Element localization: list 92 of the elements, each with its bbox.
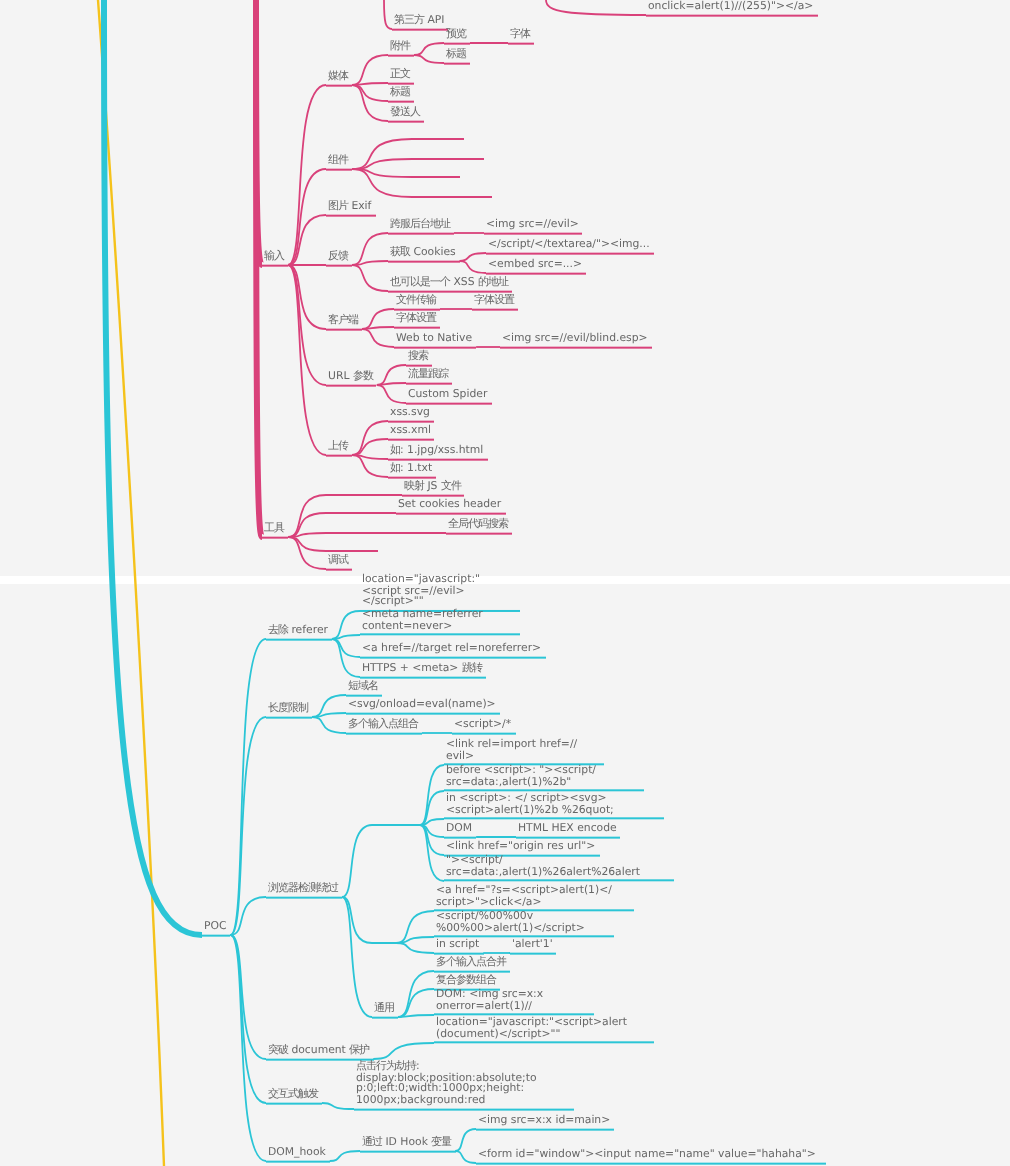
branch-line [229,934,267,1060]
branch-line [351,84,389,122]
branch-line [229,638,267,936]
branch-line [395,942,435,954]
branch-line [357,512,397,514]
branch-line [287,494,327,538]
branch-line [341,824,373,898]
branch-line [421,732,453,734]
branch-line [351,264,389,292]
branch-line [395,910,435,944]
branch-line [375,384,407,404]
branch-line [395,936,435,944]
branch-line [454,1150,477,1164]
branch-line [311,716,347,734]
topic-line [412,158,484,160]
branch-line [331,610,361,640]
branch-line [328,1150,361,1162]
branch-line [419,790,445,826]
topic-line [412,196,492,198]
branch-line [469,42,509,44]
branch-line [419,818,445,826]
branch-line [475,836,517,838]
branch-line [545,0,647,16]
branch-line [351,260,389,266]
branch-line [351,420,389,456]
branch-line [287,536,327,552]
branch-line [229,934,267,1104]
branch-line [287,84,327,266]
branch-line [413,42,445,56]
branch-line [419,764,445,826]
branch-line [287,264,327,266]
branch-line [287,214,327,266]
branch-line [321,1102,355,1110]
branch-line [351,82,389,86]
topic-line [326,512,358,514]
branch-line [351,454,389,460]
branch-line [475,346,501,348]
branch-line [287,532,327,538]
branch-line [229,934,267,1162]
branch-line [383,0,393,30]
branch-line [351,232,389,266]
branch-line [341,896,373,944]
branch-line [397,1014,435,1018]
branch-line [409,532,447,534]
branch-line [397,970,435,1018]
branch-line [287,264,327,456]
branch-line [311,694,347,718]
branch-line [331,638,361,678]
branch-line [397,988,435,1018]
branch-line [287,512,327,538]
branch-line [351,454,389,478]
branch-line [101,0,203,938]
topic-line [372,942,396,944]
topic-line [326,550,378,552]
branch-line [458,252,487,262]
topic-line [326,494,366,496]
branch-line [287,536,327,570]
branch-line [419,824,445,882]
branch-line [351,54,389,86]
branch-line [419,824,445,856]
topic-line [412,176,460,178]
branch-line [482,952,511,954]
branch-line [361,326,395,330]
branch-line [453,232,485,234]
topic-line [372,824,420,826]
branch-line [372,1042,435,1060]
branch-line [375,382,407,386]
branch-line [458,260,487,274]
topic-line [412,138,464,140]
branch-line [253,0,265,538]
branch-line [413,54,445,64]
branch-line [351,168,413,198]
branch-line [341,896,373,1018]
branch-line [229,716,267,936]
branch-line [365,494,403,496]
branch-line [375,364,407,386]
branch-line [361,308,395,330]
branch-line [287,168,327,266]
branch-line [331,638,361,658]
branch-line [287,264,327,386]
branch-line [311,712,347,718]
branch-line [351,438,389,456]
branch-line [454,1128,477,1152]
branch-line [229,896,267,936]
branch-line [439,308,473,310]
branch-line [361,328,395,348]
branch-line [331,634,361,640]
branch-line [419,824,445,838]
topic-line [326,532,410,534]
branch-line [287,264,327,330]
branch-line [351,84,389,102]
branch-line [351,168,413,178]
